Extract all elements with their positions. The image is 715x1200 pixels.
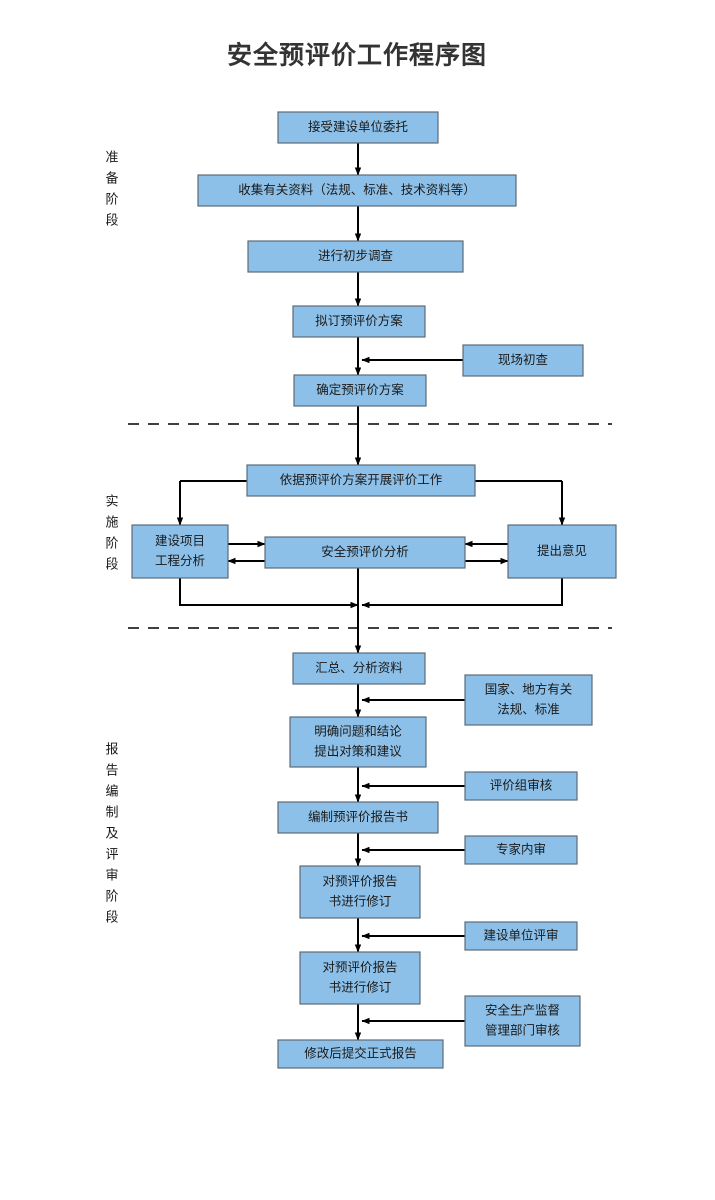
stage-impl-char: 施 (105, 514, 118, 529)
stage-report-char: 报 (105, 741, 118, 756)
stage-report-char: 制 (105, 804, 118, 819)
node-team-review-box[interactable] (464, 771, 578, 801)
node-project-analysis-box[interactable] (131, 524, 229, 579)
stage-prep-char: 备 (105, 170, 118, 185)
node-give-opinions-box[interactable] (507, 524, 617, 579)
node-confirm-plan-label: 确定预评价方案 (316, 382, 404, 397)
node-revise-report-1-label: 书进行修订 (329, 893, 392, 908)
node-draft-plan[interactable]: 拟订预评价方案 (292, 305, 426, 338)
node-site-inspection-label: 现场初查 (498, 353, 549, 367)
node-summarize-data[interactable]: 汇总、分析资料 (292, 652, 426, 685)
node-submit-final-report-label: 修改后提交正式报告 (304, 1045, 417, 1060)
stage-report-char: 编 (105, 783, 118, 798)
node-carry-out-eval[interactable]: 依据预评价方案开展评价工作 (246, 464, 476, 497)
node-site-inspection[interactable]: 现场初查 (462, 344, 584, 377)
node-national-regulations-box[interactable] (464, 674, 593, 726)
node-clarify-conclusions-label: 提出对策和建议 (314, 743, 402, 758)
node-clarify-conclusions-box[interactable] (289, 716, 427, 768)
stage-report-char: 审 (105, 867, 118, 882)
node-revise-report-2-label: 书进行修订 (329, 979, 392, 994)
node-draft-plan-label: 拟订预评价方案 (315, 313, 403, 328)
stage-report-char: 评 (105, 846, 118, 861)
node-give-opinions-label: 提出意见 (537, 543, 587, 558)
node-confirm-plan[interactable]: 确定预评价方案 (293, 374, 427, 407)
stage-report-char: 阶 (105, 888, 118, 903)
node-compile-report-label: 编制预评价报告书 (308, 809, 408, 824)
node-draft-plan-box[interactable] (292, 305, 426, 338)
stage-report-char: 告 (105, 762, 118, 777)
node-submit-final-report[interactable]: 修改后提交正式报告 (277, 1039, 444, 1069)
node-revise-report-1-box[interactable] (299, 865, 421, 919)
node-owner-review-box[interactable] (464, 921, 578, 951)
node-revise-report-2-box[interactable] (299, 951, 421, 1005)
node-owner-review-label: 建设单位评审 (483, 927, 558, 942)
node-compile-report[interactable]: 编制预评价报告书 (277, 801, 439, 834)
conn-right-down-merge (361, 578, 563, 609)
node-accept-commission[interactable]: 接受建设单位委托 (277, 111, 439, 144)
node-preliminary-survey[interactable]: 进行初步调查 (247, 240, 464, 273)
node-give-opinions[interactable]: 提出意见 (507, 524, 617, 579)
stage-prep-char: 段 (105, 212, 118, 227)
node-confirm-plan-box[interactable] (293, 374, 427, 407)
node-accept-commission-label: 接受建设单位委托 (308, 119, 408, 134)
node-collect-data-box[interactable] (197, 174, 517, 207)
node-revise-report-2-label: 对预评价报告 (322, 959, 397, 974)
node-supervision-review-box[interactable] (464, 995, 581, 1047)
node-project-analysis-label: 建设项目 (155, 533, 205, 548)
node-preliminary-survey-label: 进行初步调查 (318, 249, 394, 263)
node-team-review[interactable]: 评价组审核 (464, 771, 578, 801)
node-preliminary-survey-box[interactable] (247, 240, 464, 273)
node-supervision-review-label: 管理部门审核 (485, 1022, 561, 1037)
node-team-review-label: 评价组审核 (490, 777, 553, 792)
node-expert-review-label: 专家内审 (496, 841, 546, 856)
stage-impl-char: 实 (105, 493, 118, 508)
node-carry-out-eval-label: 依据预评价方案开展评价工作 (280, 472, 443, 487)
stage-prep-char: 阶 (105, 191, 118, 206)
node-accept-commission-box[interactable] (277, 111, 439, 144)
node-project-analysis-label: 工程分析 (155, 553, 205, 568)
node-carry-out-eval-box[interactable] (246, 464, 476, 497)
node-compile-report-box[interactable] (277, 801, 439, 834)
connectors-layer (176, 143, 566, 1041)
node-supervision-review-label: 安全生产监督 (485, 1002, 560, 1017)
node-expert-review[interactable]: 专家内审 (464, 835, 578, 865)
node-clarify-conclusions-label: 明确问题和结论 (314, 724, 402, 738)
stage-prep-char: 准 (105, 149, 118, 164)
node-safety-analysis-label: 安全预评价分析 (321, 544, 409, 559)
node-summarize-data-label: 汇总、分析资料 (315, 661, 403, 675)
node-collect-data[interactable]: 收集有关资料（法规、标准、技术资料等） (197, 174, 517, 207)
stage-report-char: 段 (105, 909, 118, 924)
conn-left-down-merge (179, 578, 359, 609)
node-expert-review-box[interactable] (464, 835, 578, 865)
node-national-regulations-label: 法规、标准 (497, 701, 560, 716)
page-title: 安全预评价工作程序图 (227, 41, 487, 70)
node-site-inspection-box[interactable] (462, 344, 584, 377)
node-revise-report-1-label: 对预评价报告 (322, 873, 397, 888)
node-national-regulations-label: 国家、地方有关 (485, 681, 573, 696)
node-safety-analysis[interactable]: 安全预评价分析 (264, 536, 466, 569)
stage-report-char: 及 (105, 825, 118, 840)
node-owner-review[interactable]: 建设单位评审 (464, 921, 578, 951)
node-submit-final-report-box[interactable] (277, 1039, 444, 1069)
stage-impl-char: 段 (105, 556, 118, 571)
stage-impl-char: 阶 (105, 535, 118, 550)
node-collect-data-label: 收集有关资料（法规、标准、技术资料等） (238, 182, 476, 197)
node-summarize-data-box[interactable] (292, 652, 426, 685)
node-safety-analysis-box[interactable] (264, 536, 466, 569)
stage-dividers-layer (128, 423, 612, 629)
